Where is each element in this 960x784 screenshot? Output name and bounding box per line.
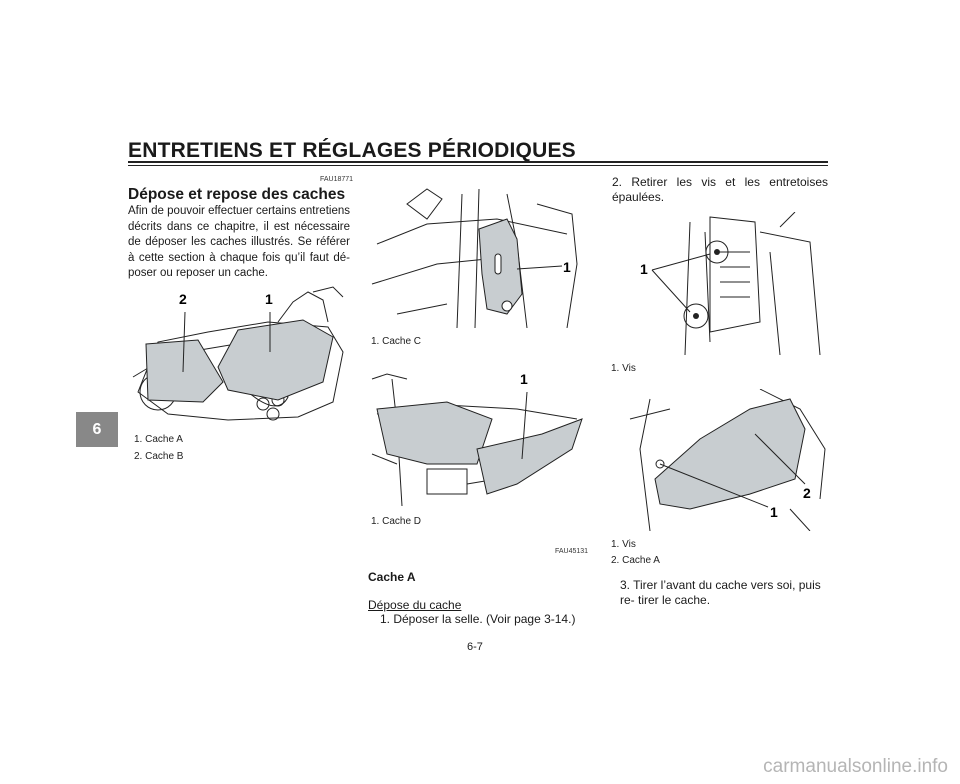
page-number: 6-7 — [467, 641, 483, 653]
header-rule-thin — [128, 165, 828, 166]
fig4-callout-1: 1 — [640, 261, 648, 277]
cache-a-step-1: 1. Déposer la selle. (Voir page 3-14.) — [380, 612, 576, 626]
figure-cache-d: 1 — [367, 364, 585, 506]
cache-a-subheading: Dépose du cache — [368, 598, 462, 612]
fig5-caption-1: 1. Vis — [611, 539, 636, 550]
fig5-caption-2: 2. Cache A — [611, 555, 660, 566]
figure-cache-a-vis: 2 1 — [610, 389, 828, 531]
step-2-text: 2. Retirer les vis et les entretoises ép… — [612, 175, 828, 205]
fig3-caption: 1. Cache D — [371, 516, 422, 527]
fig4-caption: 1. Vis — [611, 363, 636, 374]
chapter-tab[interactable]: 6 — [76, 412, 118, 447]
header-rule-thick — [128, 161, 828, 163]
page-header-title: ENTRETIENS ET RÉGLAGES PÉRIODIQUES — [128, 139, 576, 162]
fig5-callout-1: 1 — [770, 504, 778, 520]
figure-cache-a-b: 2 1 — [128, 282, 352, 424]
section-body: Afin de pouvoir effectuer certains entre… — [128, 205, 350, 279]
fig5-callout-2: 2 — [803, 485, 811, 501]
fig1-callout-1: 1 — [265, 291, 273, 307]
fig2-callout-1: 1 — [563, 259, 571, 275]
figure-cache-c: 1 — [367, 184, 585, 328]
fig3-callout-1: 1 — [520, 371, 528, 387]
fig1-caption-2: 2. Cache B — [134, 451, 184, 462]
cache-a-code: FAU45131 — [555, 548, 589, 555]
step-3: 3. Tirer l’avant du cache vers soi, puis… — [620, 578, 821, 607]
fig1-callout-2: 2 — [179, 291, 187, 307]
step-2: 2. Retirer les vis et les entretoises ép… — [612, 175, 828, 204]
figure-vis: 1 — [610, 212, 828, 355]
fig2-caption: 1. Cache C — [371, 336, 422, 347]
fig1-caption-1: 1. Cache A — [134, 434, 183, 445]
section-code: FAU18771 — [320, 176, 354, 183]
cache-a-heading: Cache A — [368, 570, 416, 584]
section-heading: Dépose et repose des caches — [128, 186, 346, 203]
watermark: carmanualsonline.info — [763, 756, 948, 777]
